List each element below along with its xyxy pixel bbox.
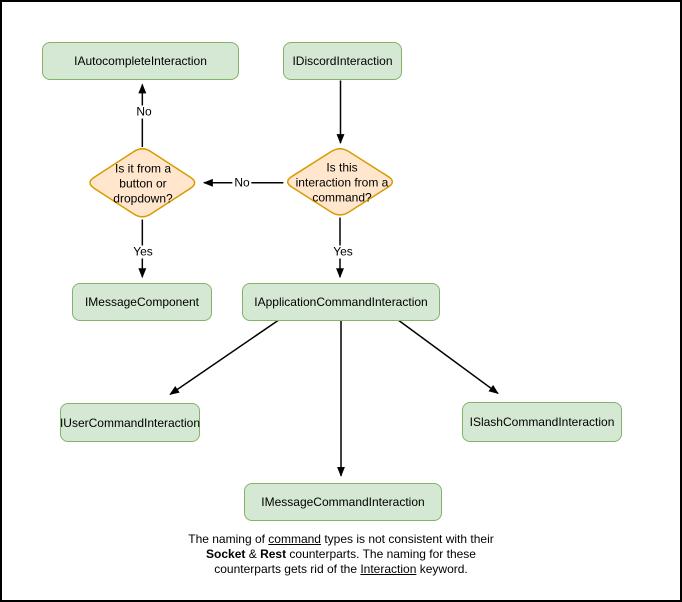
node-label: IMessageCommandInteraction (261, 495, 425, 509)
edge-label-no-mid: No (232, 175, 252, 190)
note-line: Socket & Rest counterparts. The naming f… (206, 547, 476, 561)
node-label: ISlashCommandInteraction (469, 415, 615, 429)
node-label: IMessageComponent (84, 295, 200, 309)
node-label: IUserCommandInteraction (59, 415, 201, 430)
note-line: The naming of command types is not consi… (188, 532, 494, 546)
decision-diamond-button-dropdown (89, 148, 196, 218)
edge-label-no-top: No (134, 104, 154, 119)
node-label: IAutocompleteInteraction (74, 54, 207, 68)
node-label: IApplicationCommandInteraction (254, 295, 428, 309)
edge-arrow-to-slashcommand (396, 318, 499, 394)
node-idiscordinteraction: IDiscordInteraction (283, 42, 402, 80)
edge-arrow-to-usercommand (169, 318, 281, 395)
note-text: The naming of command types is not consi… (2, 532, 680, 577)
edge-label-yes-left: Yes (131, 244, 155, 259)
decision-diamond-from-command (286, 147, 394, 216)
node-iautocompleteinteraction: IAutocompleteInteraction (42, 42, 239, 80)
node-islashcommandinteraction: ISlashCommandInteraction (462, 402, 622, 442)
edge-label-yes-right: Yes (331, 244, 355, 259)
note-line: counterparts gets rid of the Interaction… (214, 562, 468, 576)
node-imessagecommandinteraction: IMessageCommandInteraction (244, 483, 442, 521)
node-label: IDiscordInteraction (292, 54, 393, 68)
node-iusercommandinteraction: IUserCommandInteraction (60, 403, 200, 442)
node-iapplicationcommandinteraction: IApplicationCommandInteraction (242, 283, 440, 321)
node-imessagecomponent: IMessageComponent (72, 283, 212, 321)
